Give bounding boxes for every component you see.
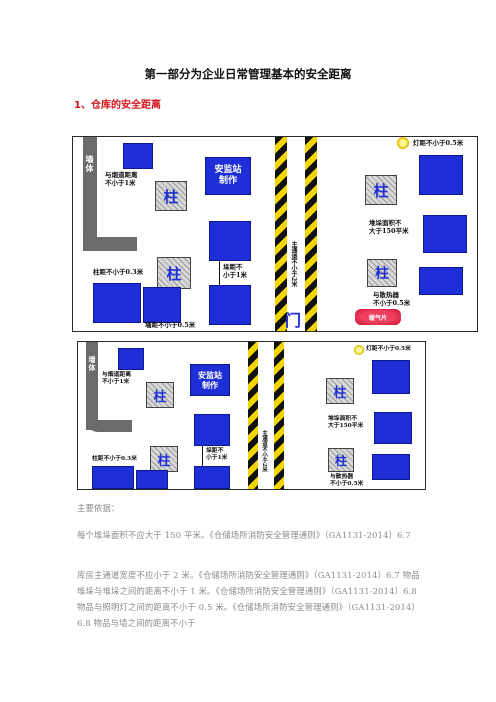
lamp-icon (397, 137, 409, 149)
column: 柱 (365, 175, 397, 205)
pillar-distance-label: 柱距不小于0.3米 (92, 456, 137, 462)
stack-box (372, 454, 410, 480)
stack-box (194, 414, 230, 446)
warehouse-diagram-2: 墙体 与烟道距离 不小于1米 柱 安监站 制作 垛距不 小于1米 柱距不小于0.… (77, 341, 426, 490)
chimney-distance-label: 与烟道距离 不小于1米 (105, 171, 138, 188)
stack-gap-line (219, 261, 220, 285)
section-heading: 1、仓库的安全距离 (74, 100, 161, 111)
area-limit-label: 堆垛面积不 大于150平米 (369, 219, 409, 236)
stack-box (92, 466, 134, 489)
area-limit-label: 堆垛面积不 大于150平米 (328, 416, 364, 430)
stack-box (419, 267, 463, 295)
body-paragraph-2: 库房主通道宽度不应小于 2 米。《仓储场所消防安全管理通则》（GA1131-20… (77, 570, 420, 628)
column: 柱 (157, 257, 191, 289)
stack-distance-label: 垛距不 小于1米 (206, 448, 228, 462)
aisle-width-label: 主通道不小于2米 (290, 241, 297, 288)
aisle-stripe-left (275, 137, 287, 331)
heater-distance-label: 与散热器 不小于0.5米 (373, 291, 411, 308)
stack-box (123, 143, 153, 169)
stack-box (209, 285, 251, 325)
stack-box (423, 215, 467, 253)
wall-vertical (86, 342, 98, 430)
wall-bottom (86, 420, 132, 432)
wall-label: 墙体 (88, 356, 97, 372)
warehouse-diagram-1: 墙体 与烟道距离 不小于1米 柱 安监站 制作 垛距不 小于1米 柱距不小于0.… (72, 136, 478, 332)
radiator-icon: 暖气片 (355, 309, 401, 325)
stack-box (209, 221, 251, 261)
stack-box (374, 412, 412, 444)
wall-label: 墙体 (85, 155, 95, 173)
stack-gap-line (202, 446, 203, 466)
stack-box (372, 360, 410, 394)
page-title: 第一部分为企业日常管理基本的安全距离 (144, 67, 352, 81)
wall-distance-label: 墙距不小于0.5米 (145, 321, 196, 329)
pillar-distance-label: 柱距不小于0.3米 (93, 268, 144, 276)
aisle-stripe-right (274, 342, 284, 489)
stack-box (194, 466, 230, 489)
stack-box (136, 470, 168, 489)
stack-box (93, 283, 141, 323)
station-sign: 安监站 制作 (190, 364, 230, 396)
aisle-width-label: 主通道不小于2米 (261, 430, 267, 473)
aisle-stripe-right (305, 137, 317, 331)
column: 柱 (150, 446, 178, 472)
stack-box (419, 155, 463, 195)
lamp-distance-label: 灯距不小于0.5米 (413, 139, 464, 147)
body-paragraph-1: 每个堆垛面积不应大于 150 平米。《仓储场所消防安全管理通则》（GA1131-… (77, 530, 411, 540)
column: 柱 (155, 181, 187, 211)
aisle-stripe-left (248, 342, 258, 489)
stack-distance-label: 垛距不 小于1米 (223, 263, 248, 280)
basis-heading: 主要依据： (77, 503, 120, 513)
column: 柱 (367, 259, 397, 287)
heater-distance-label: 与散热器 不小于0.5米 (330, 474, 364, 488)
station-sign: 安监站 制作 (205, 157, 251, 195)
lamp-icon (354, 345, 364, 355)
stack-box (143, 287, 181, 323)
chimney-distance-label: 与烟道距离 不小于1米 (102, 372, 131, 386)
door-label: 门 (285, 311, 302, 330)
column: 柱 (146, 382, 174, 408)
wall-bottom (83, 237, 137, 251)
column: 柱 (328, 448, 354, 472)
stack-box (118, 348, 144, 370)
lamp-distance-label: 灯距不小于0.5米 (366, 346, 411, 352)
wall-vertical (83, 137, 97, 251)
column: 柱 (326, 378, 354, 404)
